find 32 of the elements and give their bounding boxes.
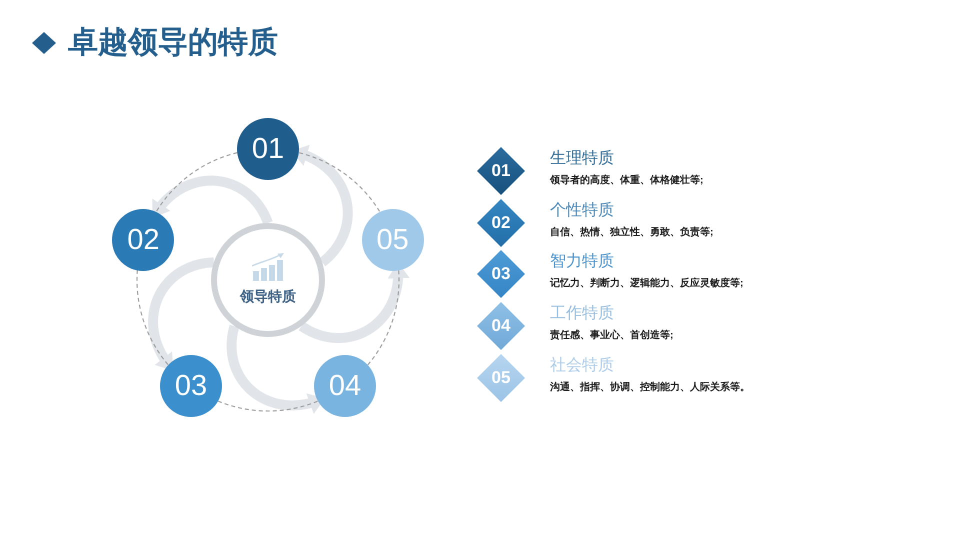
number-diamond xyxy=(477,147,525,195)
trait-heading: 智力特质 xyxy=(550,252,614,272)
dashed-arc-line xyxy=(156,152,238,212)
step-number: 02 xyxy=(492,212,510,232)
step-number: 01 xyxy=(252,133,284,165)
number-diamond xyxy=(477,198,525,246)
trait-description: 领导者的高度、体重、体格健壮等; xyxy=(550,174,704,187)
trait-description: 自信、热情、独立性、勇敢、负责等; xyxy=(550,226,714,238)
number-diamond xyxy=(477,354,525,402)
number-diamond xyxy=(477,302,525,350)
trait-description: 记忆力、判断力、逻辑能力、反应灵敏度等; xyxy=(550,277,744,290)
step-number: 02 xyxy=(127,224,160,256)
trait-heading: 工作特质 xyxy=(550,304,614,324)
step-number: 01 xyxy=(492,161,510,181)
step-number: 03 xyxy=(174,370,208,402)
trait-description: 沟通、指挥、协调、控制能力、人际关系等。 xyxy=(550,381,750,394)
step-number: 05 xyxy=(492,368,510,388)
trait-description: 责任感、事业心、首创造等; xyxy=(550,329,674,342)
dashed-arc-line xyxy=(367,270,400,366)
step-number: 04 xyxy=(492,316,510,336)
dashed-arc-line xyxy=(136,270,169,366)
step-number: 05 xyxy=(376,224,409,256)
dashed-arc-line xyxy=(298,152,380,212)
dashed-arc-line xyxy=(218,400,318,412)
trait-heading: 个性特质 xyxy=(550,200,614,220)
slide-title: 卓越领导的特质 xyxy=(68,25,278,61)
trait-heading: 生理特质 xyxy=(550,149,614,169)
trait-heading: 社会特质 xyxy=(550,356,614,376)
number-diamond xyxy=(477,250,525,298)
step-number: 04 xyxy=(328,370,362,402)
center-label: 领导特质 xyxy=(240,287,296,305)
step-number: 03 xyxy=(492,264,510,284)
